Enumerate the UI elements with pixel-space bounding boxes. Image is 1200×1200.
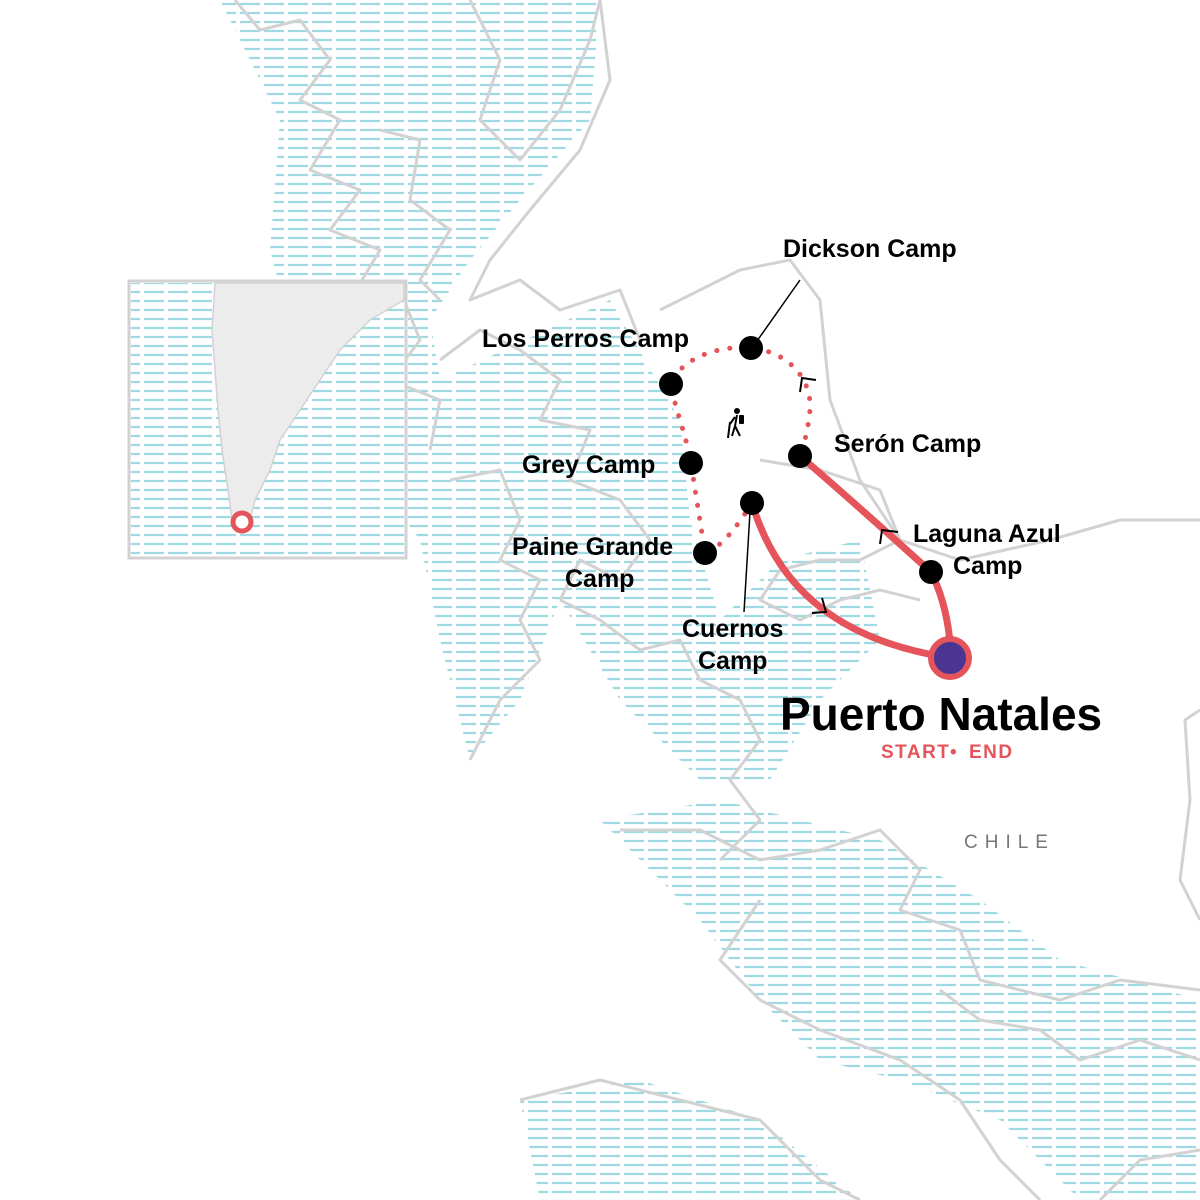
route-solid-segment-east xyxy=(796,452,955,662)
stop-label-laguna-azul: Laguna Azul xyxy=(913,520,1061,548)
start-end-marker[interactable] xyxy=(928,636,972,680)
route xyxy=(668,345,955,662)
stop-label-seron: Serón Camp xyxy=(834,430,981,458)
stop-marker-laguna-azul[interactable] xyxy=(919,560,943,584)
tag-separator: • xyxy=(950,742,957,763)
labels: Dickson Camp Los Perros Camp Serón Camp … xyxy=(482,235,1102,853)
stop-label-paine-grande: Paine Grande xyxy=(512,533,673,561)
route-dotted-segment xyxy=(668,345,813,557)
stop-marker-los-perros[interactable] xyxy=(659,372,683,396)
stop-label-cuernos: Cuernos xyxy=(682,615,783,643)
arrow-chevron-icon xyxy=(811,597,828,614)
south-america-shape xyxy=(211,282,405,532)
arrow-chevron-icon xyxy=(799,376,817,393)
end-tag: END xyxy=(969,742,1014,763)
stop-label-laguna-azul-line2: Camp xyxy=(953,552,1022,580)
coastlines xyxy=(233,0,1200,1200)
stop-label-dickson: Dickson Camp xyxy=(783,235,957,263)
start-tag: START xyxy=(881,742,950,763)
hiker-icon xyxy=(727,408,744,439)
stop-marker-cuernos[interactable] xyxy=(740,491,764,515)
stop-marker-seron[interactable] xyxy=(788,444,812,468)
start-end-label: Puerto Natales xyxy=(780,688,1102,740)
stop-label-cuernos-line2: Camp xyxy=(698,647,767,675)
leader-line xyxy=(756,279,801,342)
stop-label-paine-grande-line2: Camp xyxy=(565,565,634,593)
water-areas xyxy=(220,0,1200,1200)
country-label: CHILE xyxy=(964,832,1055,853)
arrow-chevron-icon xyxy=(879,528,899,545)
stop-marker-grey[interactable] xyxy=(679,451,703,475)
stop-marker-dickson[interactable] xyxy=(739,336,763,360)
route-solid-segment-west xyxy=(748,499,955,662)
inset-map xyxy=(127,279,408,560)
stop-marker-paine-grande[interactable] xyxy=(693,541,717,565)
location-ring-icon xyxy=(230,510,254,534)
stops xyxy=(659,336,972,680)
stop-label-los-perros: Los Perros Camp xyxy=(482,325,689,353)
leader-line xyxy=(743,511,751,613)
stop-label-grey: Grey Camp xyxy=(522,451,655,479)
